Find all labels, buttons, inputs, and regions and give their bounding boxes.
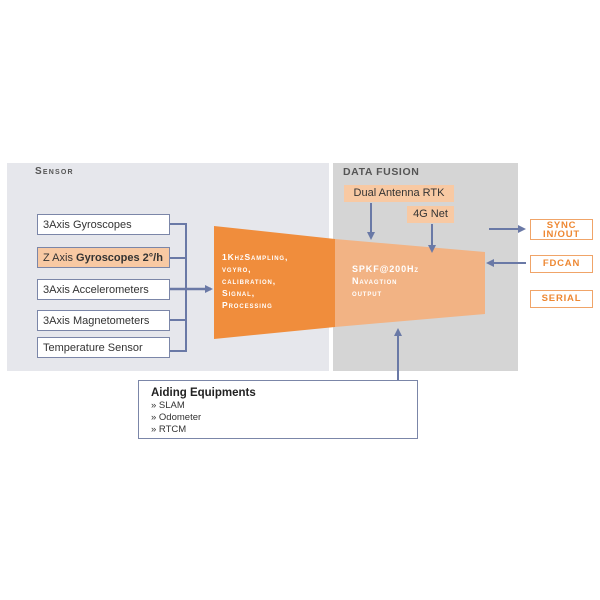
aiding-item: » RTCM bbox=[151, 424, 187, 435]
signal-processing-block bbox=[214, 226, 335, 339]
fusion-output-block bbox=[335, 239, 485, 327]
fusion-line: output bbox=[352, 288, 383, 298]
processing-text: 1KhzSampling, vgyro, calibration, Signal… bbox=[222, 251, 332, 311]
fusion-output-text: SPKF@200Hz Navagtion output bbox=[352, 263, 482, 299]
aiding-item: » SLAM bbox=[151, 400, 185, 411]
serial-tag: SERIAL bbox=[530, 290, 593, 308]
sensor-z-axis-gyroscopes: Z Axis Gyroscopes 2°/h bbox=[37, 247, 170, 268]
sync-in-out-tag: SYNC IN/OUT bbox=[530, 219, 593, 240]
sensor-temperature: Temperature Sensor bbox=[37, 337, 170, 358]
processing-line: Signal, bbox=[222, 288, 255, 298]
4g-net-tag: 4G Net bbox=[407, 206, 454, 223]
aiding-equipments-box: Aiding Equipments » SLAM » Odometer » RT… bbox=[138, 380, 418, 439]
sync-line: IN/OUT bbox=[543, 229, 580, 240]
processing-line: 1KhzSampling, bbox=[222, 252, 289, 262]
sensor-3axis-magnetometers: 3Axis Magnetometers bbox=[37, 310, 170, 331]
sensor-panel-title: Sensor bbox=[35, 166, 74, 177]
aiding-item: » Odometer bbox=[151, 412, 202, 423]
aiding-equipments-title: Aiding Equipments bbox=[151, 387, 256, 399]
sensor-z-axis-bold: Gyroscopes 2°/h bbox=[76, 252, 163, 264]
fusion-line: SPKF@200Hz bbox=[352, 264, 419, 274]
sensor-connector bbox=[170, 223, 187, 352]
processing-line: calibration, bbox=[222, 276, 277, 286]
sensor-z-axis-prefix: Z Axis bbox=[43, 252, 77, 264]
dual-antenna-rtk-tag: Dual Antenna RTK bbox=[344, 185, 454, 202]
processing-line: Processing bbox=[222, 300, 273, 310]
fdcan-tag: FDCAN bbox=[530, 255, 593, 273]
sync-line: SYNC bbox=[546, 220, 577, 231]
sensor-3axis-gyroscopes: 3Axis Gyroscopes bbox=[37, 214, 170, 235]
sensor-3axis-accelerometers: 3Axis Accelerometers bbox=[37, 279, 170, 300]
data-fusion-panel-title: DATA FUSION bbox=[343, 166, 420, 178]
fusion-line: Navagtion bbox=[352, 276, 398, 286]
processing-line: vgyro, bbox=[222, 264, 252, 274]
